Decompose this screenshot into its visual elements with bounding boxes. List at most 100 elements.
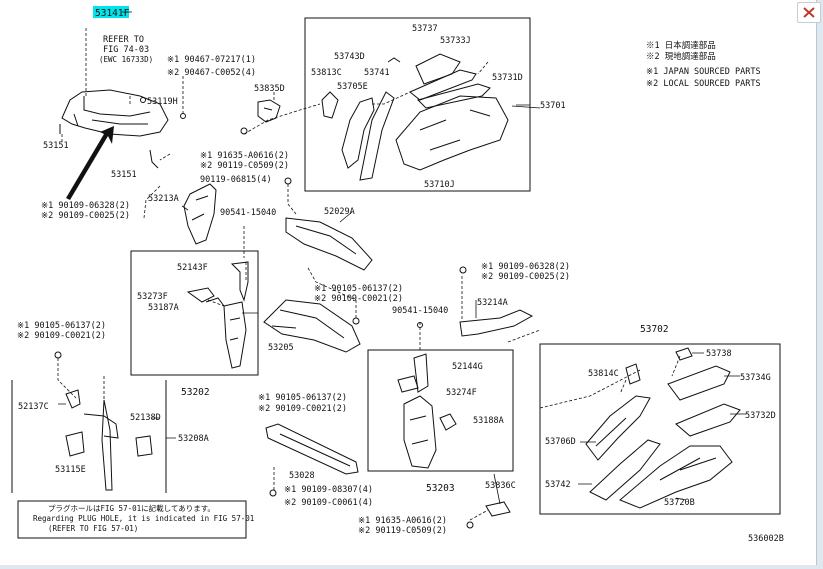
part-52029A-drawing (285, 217, 373, 271)
part-label-53737[interactable]: 53737 (412, 24, 438, 34)
part-label-53205[interactable]: 53205 (268, 343, 294, 353)
part-53151-drawing (59, 124, 159, 169)
part-53214A-drawing (459, 309, 534, 337)
part-label-53738[interactable]: 53738 (706, 349, 732, 359)
part-53141F-drawing (61, 89, 169, 137)
part-label-90109-06328b[interactable]: ※1 90109-06328(2) (481, 262, 570, 272)
part-label-53720b[interactable]: 53720B (664, 498, 695, 508)
part-label-90105-06137c[interactable]: ※1 90105-06137(2) (17, 321, 106, 331)
part-label-53188a[interactable]: 53188A (473, 416, 504, 426)
part-52138D-drawing (135, 435, 153, 457)
part-label-52029a[interactable]: 52029A (324, 207, 355, 217)
part-label-90109-08307[interactable]: ※1 90109-08307(4) (284, 485, 373, 495)
part-53205-drawing (263, 299, 361, 353)
part-label-53214a[interactable]: 53214A (477, 298, 508, 308)
part-label-90109-c0025b[interactable]: ※2 90109-C0025(2) (481, 272, 570, 282)
part-53208A-drawing (83, 399, 119, 491)
part-label-53202[interactable]: 53202 (181, 387, 210, 398)
part-label-90467-07217[interactable]: ※1 90467-07217(1) (167, 55, 256, 65)
part-label-53732d[interactable]: 53732D (745, 411, 776, 421)
part-label-53187a[interactable]: 53187A (148, 303, 179, 313)
part-label-90541-15040b[interactable]: 90541-15040 (392, 306, 448, 316)
part-label-52137c[interactable]: 52137C (18, 402, 49, 412)
part-label-90467-c0052[interactable]: ※2 90467-C0052(4) (167, 68, 256, 78)
part-label-53115e[interactable]: 53115E (55, 465, 86, 475)
part-label-90119-c0509b[interactable]: ※2 90119-C0509(2) (358, 526, 447, 536)
part-53738-drawing (675, 347, 693, 361)
bolt-90109-06328-b (459, 266, 467, 274)
part-label-53731d[interactable]: 53731D (492, 73, 523, 83)
part-53835D-drawing (257, 99, 281, 123)
part-label-90119-c0509a[interactable]: ※2 90119-C0509(2) (200, 161, 289, 171)
part-53115E-drawing (65, 431, 85, 457)
part-label-90109-c0021a[interactable]: ※2 90109-C0021(2) (314, 294, 403, 304)
leader-lines (57, 28, 681, 521)
part-label-53835d[interactable]: 53835D (254, 84, 285, 94)
part-label-53141f[interactable]: 53141F (95, 8, 130, 19)
part-label-90109-c0021c[interactable]: ※2 90109-C0021(2) (17, 331, 106, 341)
part-label-53813c[interactable]: 53813C (311, 68, 342, 78)
part-label-91635-a0616a[interactable]: ※1 91635-A0616(2) (200, 151, 289, 161)
part-label-90119-06815[interactable]: 90119-06815(4) (200, 175, 272, 185)
solid-leaders (58, 11, 746, 505)
part-label-53702[interactable]: 53702 (640, 324, 669, 335)
bolt-53119H (140, 97, 146, 103)
legend-line-1: ※1 日本調達部品 (646, 40, 716, 51)
part-label-53743d[interactable]: 53743D (334, 52, 365, 62)
group-box-53203 (367, 349, 514, 472)
part-label-90109-c0025a[interactable]: ※2 90109-C0025(2) (41, 211, 130, 221)
part-label-53151a[interactable]: 53151 (43, 141, 69, 151)
part-label-53836c[interactable]: 53836C (485, 481, 516, 491)
part-label-90105-06137a[interactable]: ※1 90105-06137(2) (314, 284, 403, 294)
part-53742-drawing (589, 439, 661, 501)
close-icon (803, 7, 815, 18)
part-label-90105-06137b[interactable]: ※1 90105-06137(2) (258, 393, 347, 403)
part-label-53734g[interactable]: 53734G (740, 373, 771, 383)
part-label-52144g[interactable]: 52144G (452, 362, 483, 372)
part-label-90109-c0021b[interactable]: ※2 90109-C0021(2) (258, 404, 347, 414)
legend-line-3: ※1 JAPAN SOURCED PARTS (646, 67, 761, 77)
part-label-53701[interactable]: 53701 (540, 101, 566, 111)
plug-hole-note-line-2: Regarding PLUG HOLE, it is indicated in … (33, 514, 254, 523)
part-label-53741[interactable]: 53741 (364, 68, 390, 78)
close-button[interactable] (797, 2, 821, 23)
part-53731D-drawing (417, 83, 491, 109)
part-label-90109-c0061[interactable]: ※2 90109-C0061(4) (284, 498, 373, 508)
part-label-53710j[interactable]: 53710J (424, 180, 455, 190)
group-box-53702 (539, 343, 781, 515)
part-53705E-drawing (341, 97, 375, 169)
part-label-53742[interactable]: 53742 (545, 480, 571, 490)
legend-line-2: ※2 現地調達部品 (646, 51, 716, 62)
part-53710J-drawing (395, 95, 509, 171)
part-label-52138d[interactable]: 52138D (130, 413, 161, 423)
part-label-53213a[interactable]: 53213A (148, 194, 179, 204)
part-53743D-drawing (387, 57, 401, 63)
part-label-53705e[interactable]: 53705E (337, 82, 368, 92)
part-label-53203[interactable]: 53203 (426, 483, 455, 494)
bolt-91635-b (466, 521, 474, 529)
plug-hole-note-line-1: プラグホールはFIG 57-01に記載してあります。 (48, 503, 215, 513)
part-53213A-drawing (183, 183, 217, 245)
part-label-52143f[interactable]: 52143F (177, 263, 208, 273)
part-label-91635-a0616b[interactable]: ※1 91635-A0616(2) (358, 516, 447, 526)
refer-line-1: REFER TO (103, 35, 144, 45)
part-label-53151b[interactable]: 53151 (111, 170, 137, 180)
part-label-53273f[interactable]: 53273F (137, 292, 168, 302)
part-label-53119h[interactable]: 53119H (147, 97, 178, 107)
part-53273F-drawing (186, 287, 215, 303)
part-label-90109-06328a[interactable]: ※1 90109-06328(2) (41, 201, 130, 211)
part-53734G-drawing (667, 365, 731, 401)
bolt-90119-06815 (284, 177, 292, 185)
part-label-53706d[interactable]: 53706D (545, 437, 576, 447)
part-53813C-drawing (321, 91, 339, 119)
part-label-53733j[interactable]: 53733J (440, 36, 471, 46)
part-label-53028[interactable]: 53028 (289, 471, 315, 481)
part-label-53274f[interactable]: 53274F (446, 388, 477, 398)
part-52144G-drawing (413, 353, 429, 393)
part-label-53208a[interactable]: 53208A (178, 434, 209, 444)
part-label-53814c[interactable]: 53814C (588, 369, 619, 379)
part-label-90541-15040a[interactable]: 90541-15040 (220, 208, 276, 218)
